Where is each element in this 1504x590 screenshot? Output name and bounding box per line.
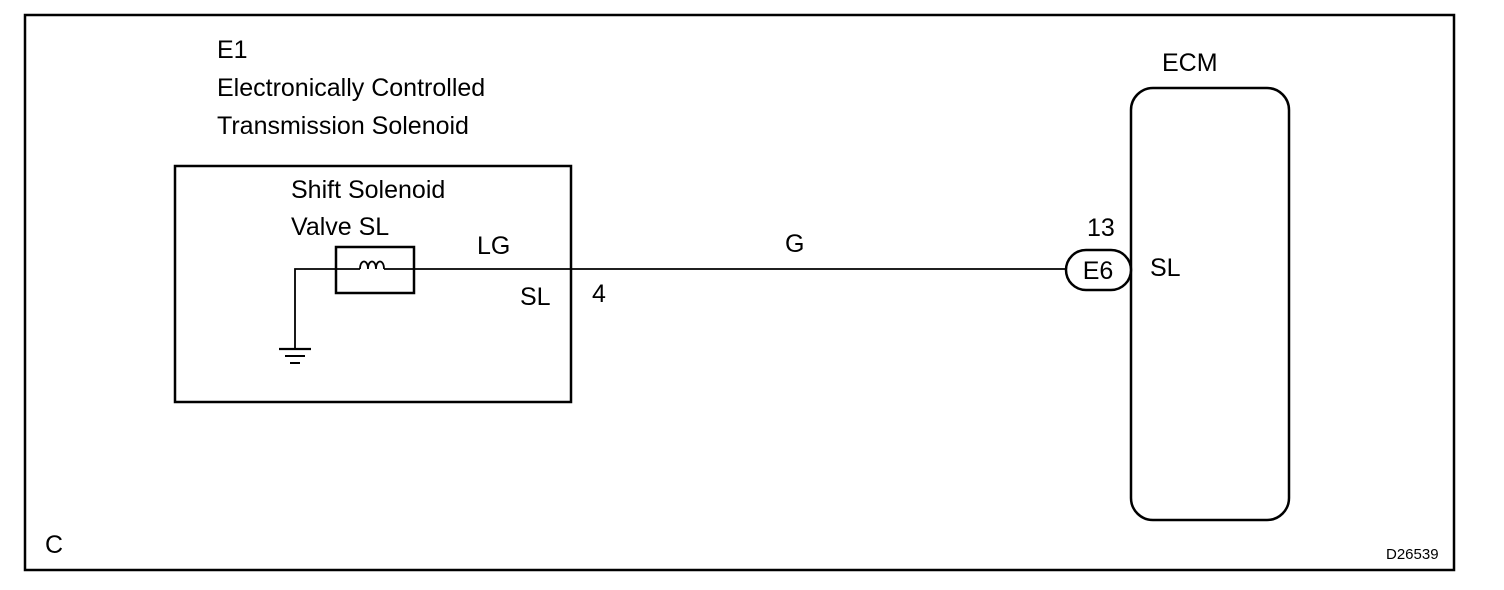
ecm-connector-id: E6 <box>1083 257 1114 285</box>
ground-icon <box>279 268 336 364</box>
ecm-pin-number: 13 <box>1087 214 1115 242</box>
solenoid-coil-icon <box>334 245 416 295</box>
solenoid-label-line1: Shift Solenoid <box>291 176 445 204</box>
harness-wire-color: G <box>785 230 804 258</box>
solenoid-label-line2: Valve SL <box>291 213 389 241</box>
solenoid-component-box <box>173 164 573 404</box>
solenoid-terminal-name: SL <box>520 283 551 311</box>
ecm-box <box>1129 86 1291 522</box>
component-code: E1 <box>217 36 248 64</box>
diagram-frame <box>23 13 1456 572</box>
ecm-title: ECM <box>1162 49 1218 77</box>
ecm-terminal-name: SL <box>1150 254 1181 282</box>
corner-letter: C <box>45 531 63 559</box>
solenoid-terminal-number: 4 <box>592 280 606 308</box>
ecm-connector-oval <box>1064 248 1133 292</box>
component-name-line2: Transmission Solenoid <box>217 112 469 140</box>
lead-wire-color: LG <box>477 232 510 260</box>
figure-id: D26539 <box>1386 546 1439 563</box>
component-name-line1: Electronically Controlled <box>217 74 485 102</box>
